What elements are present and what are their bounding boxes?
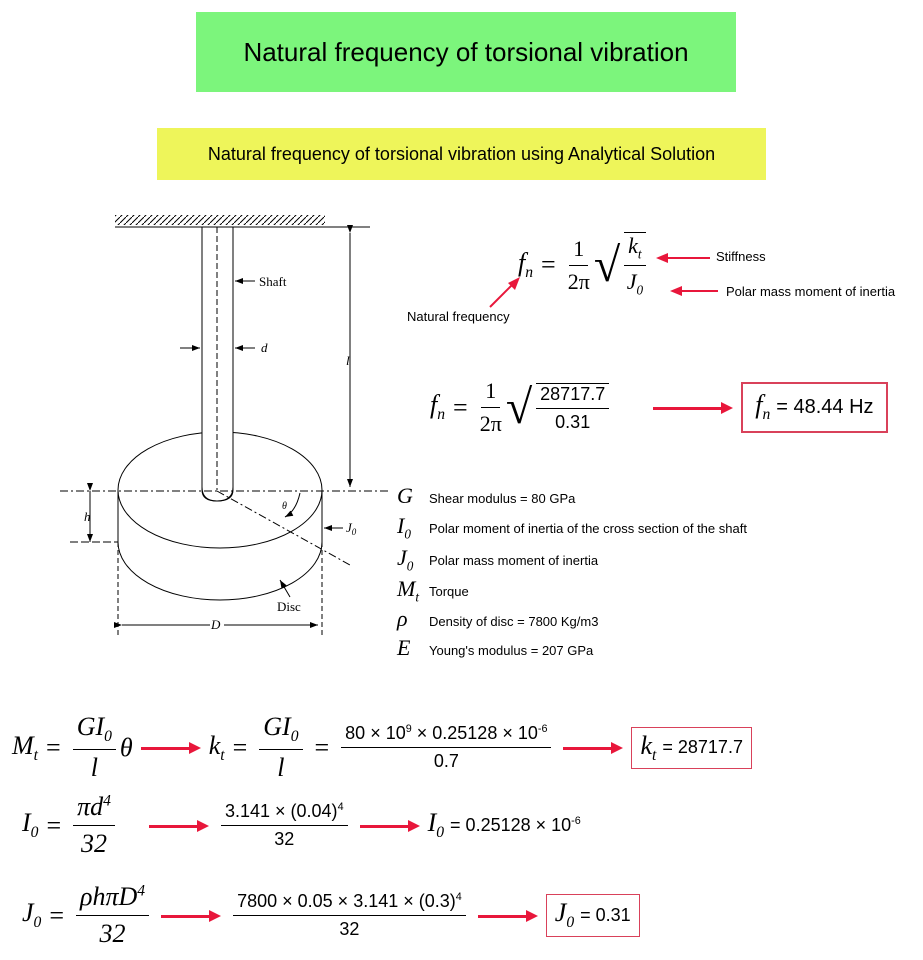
shaft-label: Shaft [259, 274, 287, 289]
stiffness-result-box: kt= 28717.7 [631, 726, 752, 769]
j0-result-box: J0= 0.31 [545, 894, 640, 937]
stiffness-label: Stiffness [716, 249, 766, 264]
polar-mass-label: Polar mass moment of inertia [726, 284, 896, 299]
formula-annotation-arrows [489, 253, 718, 308]
frequency-result: = 48.44 Hz [776, 396, 874, 418]
shaft-diameter-label: d [261, 340, 268, 355]
natural-frequency-label: Natural frequency [407, 309, 510, 324]
height-label: h [84, 509, 91, 524]
main-title-banner: Natural frequency of torsional vibration [196, 12, 736, 92]
shaft-disc-diagram: l h D Shaft d θ J0 Disc [60, 215, 390, 635]
fn-symbol: fn [518, 248, 534, 282]
length-label: l [346, 353, 350, 368]
j0-label: J0 [346, 520, 357, 537]
sqrt-symbol: √ [593, 238, 621, 292]
diameter-label: D [210, 617, 221, 632]
disc-label: Disc [277, 599, 301, 614]
subtitle-banner: Natural frequency of torsional vibration… [157, 128, 766, 180]
theta-label: θ [282, 501, 287, 512]
frequency-result-box: fn= 48.44 Hz [741, 382, 888, 433]
main-title: Natural frequency of torsional vibration [243, 36, 689, 67]
subtitle: Natural frequency of torsional vibration… [207, 143, 716, 164]
